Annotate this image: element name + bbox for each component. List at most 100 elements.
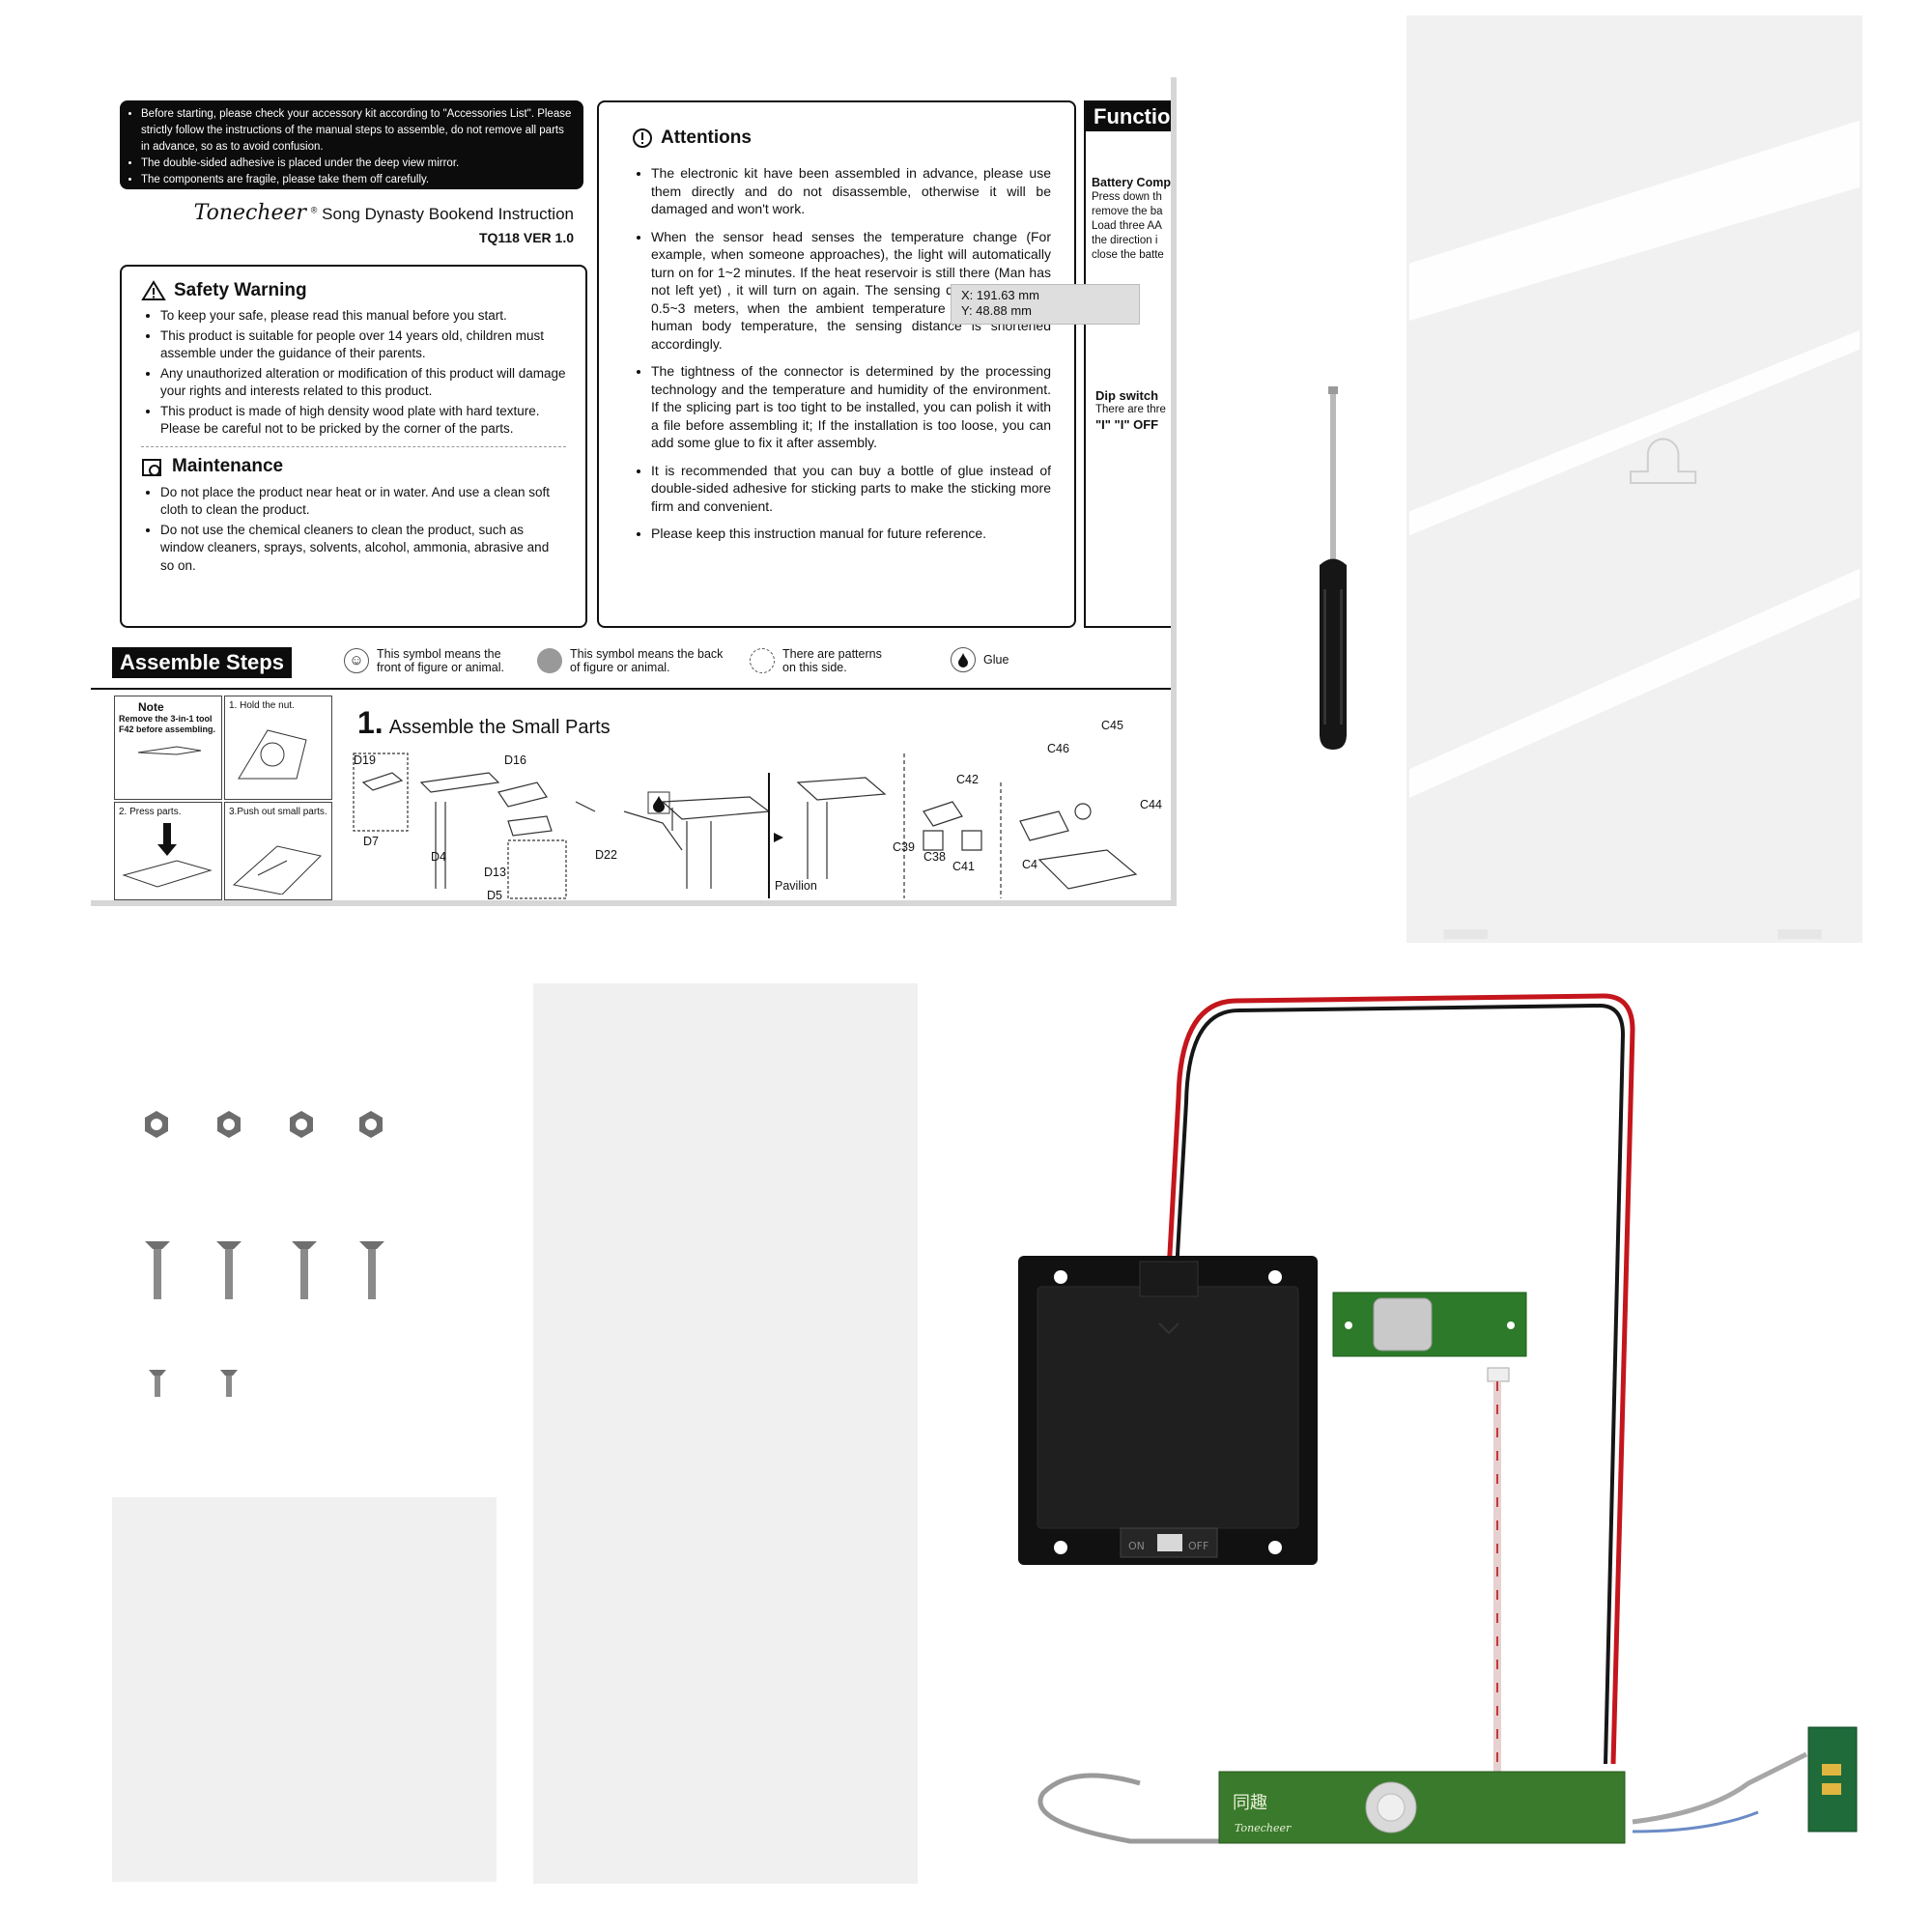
notice-item: The components are fragile, please take … [141, 172, 574, 188]
step-1-title: 1.Assemble the Small Parts [357, 705, 611, 741]
attention-item: The tightness of the connector is determ… [651, 362, 1051, 452]
pattern-icon [750, 648, 775, 673]
instruction-manual: Before starting, please check your acces… [91, 77, 1177, 906]
battery-text: Press down th [1092, 191, 1162, 203]
part-label: C46 [1047, 742, 1069, 755]
screw-icon [216, 1241, 242, 1299]
safety-title: Safety Warning [174, 279, 307, 300]
hold-nut-illustration [238, 729, 307, 780]
small-screw-icon [149, 1370, 166, 1397]
legend-back: This symbol means the back of figure or … [537, 647, 730, 674]
maintenance-item: Do not place the product near heat or in… [160, 484, 566, 520]
electronics-kit: ON OFF 同趣 Tonecheer [1018, 993, 1858, 1844]
battery-compartment-title: Battery Compartme [1092, 176, 1171, 189]
battery-switch-on-label: ON [1128, 1540, 1145, 1552]
legend-text: There are patterns on this side. [782, 647, 882, 674]
note-body: Remove the 3-in-1 tool F42 before assemb… [119, 714, 216, 734]
exclamation-circle-icon [633, 128, 652, 148]
part-label: D13 [484, 866, 506, 879]
maintenance-title: Maintenance [172, 456, 284, 477]
small-screw-row [149, 1370, 238, 1397]
attentions-panel: Attentions The electronic kit have been … [597, 100, 1076, 628]
dip-switch-text: There are thre [1095, 404, 1166, 415]
legend-glue: Glue [951, 647, 1066, 672]
attentions-heading: Attentions [632, 128, 1051, 149]
notice-item: Before starting, please check your acces… [141, 106, 574, 156]
model-number: TQ118 VER 1.0 [478, 230, 574, 245]
pir-sensor-board [1218, 1771, 1626, 1844]
legend-front: ☺ This symbol means the front of figure … [344, 647, 508, 674]
part-label: D16 [504, 753, 526, 767]
divider [141, 445, 566, 447]
safety-item: To keep your safe, please read this manu… [160, 307, 566, 326]
manual-title: Tonecheer ® Song Dynasty Bookend Instruc… [193, 201, 574, 225]
part-label: D19 [354, 753, 376, 767]
notice-item: The double-sided adhesive is placed unde… [141, 156, 574, 172]
manual-title-text: Song Dynasty Bookend Instruction [322, 205, 574, 223]
hex-nut-icon [145, 1111, 168, 1138]
battery-box [1018, 1256, 1318, 1565]
safety-item: This product is suitable for people over… [160, 327, 566, 363]
note-step-box: 2. Press parts. [114, 802, 222, 900]
grey-circle-icon [537, 648, 562, 673]
push-out-illustration [232, 845, 322, 895]
assemble-steps-title: Assemble Steps [112, 647, 292, 678]
step-title-text: Assemble the Small Parts [388, 717, 611, 738]
hex-nut-icon [290, 1111, 313, 1138]
led-board [1807, 1726, 1858, 1833]
notice-box: Before starting, please check your acces… [120, 100, 583, 189]
note-box: Note Remove the 3-in-1 tool F42 before a… [114, 696, 222, 800]
note-step-label: 2. Press parts. [119, 807, 182, 817]
legend-text: This symbol means the back of figure or … [570, 647, 724, 674]
screw-icon [292, 1241, 317, 1299]
legend-pattern: There are patterns on this side. [750, 647, 895, 674]
pcb-brand-chinese: 同趣 [1233, 1793, 1267, 1813]
tool-illustration [137, 746, 202, 755]
legend-text: Glue [983, 653, 1009, 667]
hardware-set [145, 1111, 384, 1397]
note-step-box: 1. Hold the nut. [224, 696, 332, 800]
part-label: C41 [952, 860, 975, 873]
battery-text: remove the ba [1092, 206, 1163, 217]
maintenance-heading: Maintenance [141, 457, 566, 478]
note-step-label: 3.Push out small parts. [229, 807, 327, 817]
blank-sheet [533, 983, 918, 1884]
battery-text: Load three AA [1092, 220, 1162, 232]
safety-heading: Safety Warning [141, 280, 566, 301]
step-1-diagram [353, 753, 1138, 899]
screwdriver [1320, 386, 1347, 750]
hex-nut-icon [359, 1111, 383, 1138]
functions-panel: Functio Battery Compartme Press down th … [1084, 100, 1171, 628]
part-label: D22 [595, 848, 617, 862]
attention-item: It is recommended that you can buy a bot… [651, 462, 1051, 516]
tooltip-x: X: 191.63 mm [961, 288, 1039, 302]
note-step-box: 3.Push out small parts. [224, 802, 332, 900]
warning-icon [141, 280, 166, 300]
light-sensor-board [1332, 1292, 1527, 1382]
attention-item: The electronic kit have been assembled i… [651, 164, 1051, 218]
part-label: C44 [1140, 798, 1162, 811]
note-title: Note [138, 700, 164, 714]
dip-switch-text: "I" "I" OFF [1095, 417, 1159, 432]
screw-row [145, 1241, 384, 1299]
safety-item: Any unauthorized alteration or modificat… [160, 365, 566, 401]
attention-item: Please keep this instruction manual for … [651, 525, 1051, 543]
attentions-title: Attentions [661, 127, 752, 148]
safety-panel: Safety Warning To keep your safe, please… [120, 265, 587, 628]
screw-icon [145, 1241, 170, 1299]
pcb-brand-english: Tonecheer [1235, 1822, 1292, 1834]
part-label: C42 [956, 773, 979, 786]
part-label: C45 [1101, 719, 1123, 732]
screw-icon [359, 1241, 384, 1299]
hex-nut-icon [217, 1111, 241, 1138]
legend-text: This symbol means the front of figure or… [377, 647, 505, 674]
battery-switch-off-label: OFF [1188, 1540, 1208, 1552]
cleaning-icon [142, 458, 161, 476]
nut-row [145, 1111, 383, 1138]
press-parts-illustration [122, 823, 213, 888]
part-label: C39 [893, 840, 915, 854]
part-label: D7 [363, 835, 379, 848]
note-step-label: 1. Hold the nut. [229, 700, 295, 711]
small-screw-icon [220, 1370, 238, 1397]
safety-item: This product is made of high density woo… [160, 403, 566, 439]
